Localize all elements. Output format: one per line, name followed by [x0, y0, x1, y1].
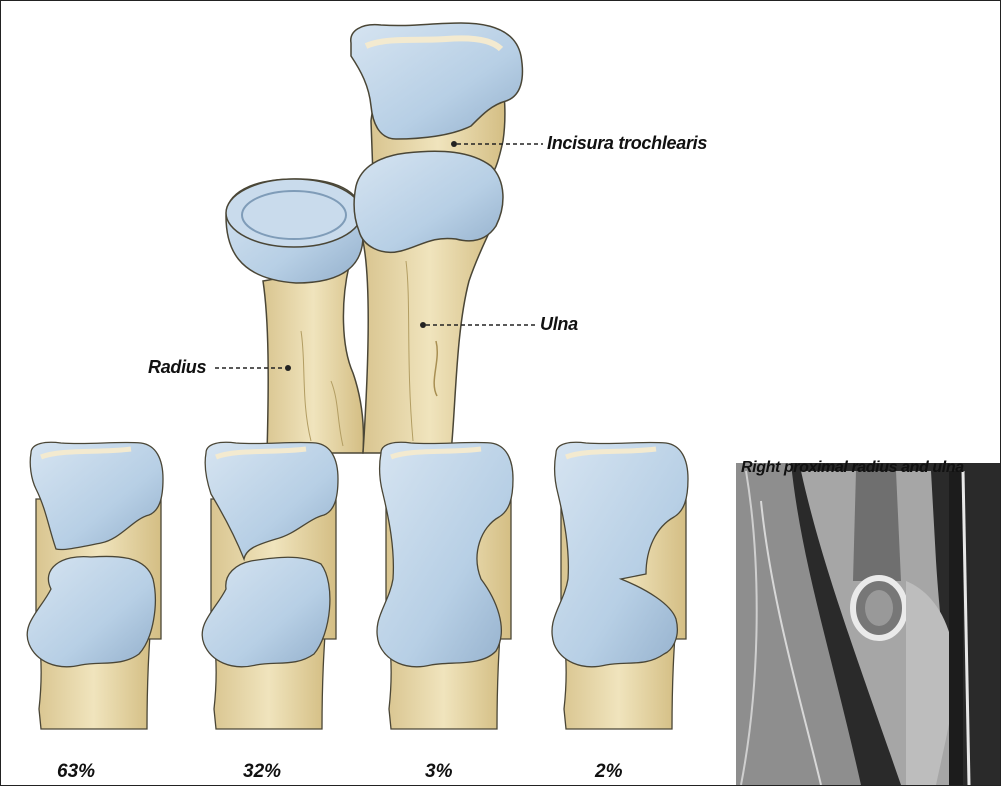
variant-1-percent: 63%: [57, 761, 95, 783]
radius-shaft: [263, 266, 364, 453]
label-ulna: Ulna: [540, 314, 578, 335]
variant-2-ulna: [202, 442, 338, 729]
label-incisura-trochlearis: Incisura trochlearis: [547, 133, 707, 154]
label-radius: Radius: [148, 357, 206, 378]
mri-title: Right proximal radius and ulna: [741, 459, 964, 477]
coronoid-cartilage: [354, 151, 503, 252]
variant-4-percent: 2%: [595, 761, 622, 783]
variant-3-ulna: [377, 442, 513, 729]
variant-2-percent: 32%: [243, 761, 281, 783]
variant-3-percent: 3%: [425, 761, 452, 783]
variant-4-ulna: [552, 442, 688, 729]
mri-image: [736, 463, 1000, 785]
variant-1-ulna: [27, 442, 163, 729]
